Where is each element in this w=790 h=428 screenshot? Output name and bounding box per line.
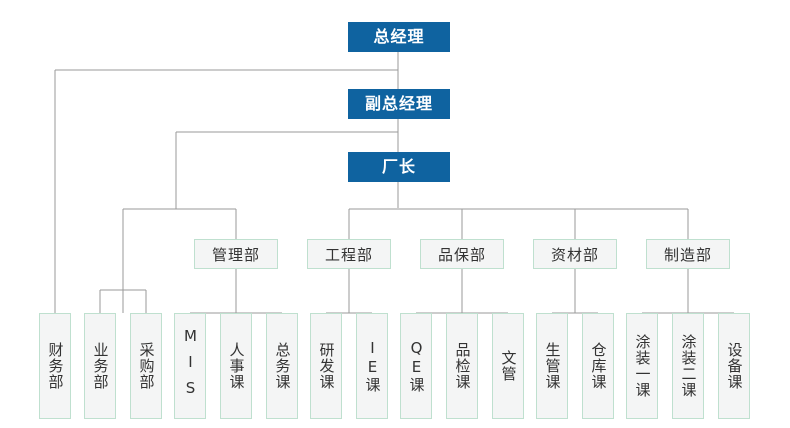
- unit-mis: MIS: [174, 313, 206, 419]
- unit-coating-1: 涂装一课: [626, 313, 658, 419]
- unit-rnd: 研发课: [310, 313, 342, 419]
- unit-document-control: 文管: [492, 313, 524, 419]
- dept-management: 管理部: [194, 239, 278, 269]
- dept-quality-assurance: 品保部: [420, 239, 504, 269]
- unit-general-affairs: 总务课: [266, 313, 298, 419]
- unit-production-control: 生管课: [536, 313, 568, 419]
- unit-sales: 业务部: [84, 313, 116, 419]
- unit-warehouse: 仓库课: [582, 313, 614, 419]
- unit-personnel: 人事课: [220, 313, 252, 419]
- unit-equipment: 设备课: [718, 313, 750, 419]
- factory-director-box: 厂长: [348, 152, 450, 182]
- dept-manufacturing: 制造部: [646, 239, 730, 269]
- unit-ie: IE课: [356, 313, 388, 419]
- unit-inspection: 品检课: [446, 313, 478, 419]
- unit-finance: 财务部: [39, 313, 71, 419]
- unit-coating-2: 涂装二课: [672, 313, 704, 419]
- unit-qe: QE课: [400, 313, 432, 419]
- dept-engineering: 工程部: [307, 239, 391, 269]
- unit-purchasing: 采购部: [130, 313, 162, 419]
- deputy-general-manager-box: 副总经理: [348, 89, 450, 119]
- dept-materials: 资材部: [533, 239, 617, 269]
- general-manager-box: 总经理: [348, 22, 450, 52]
